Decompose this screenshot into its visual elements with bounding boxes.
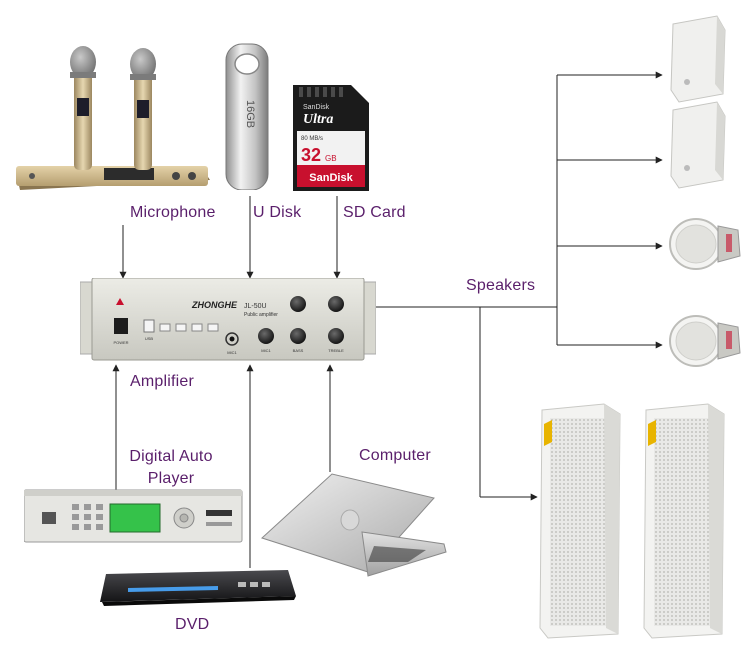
- digital-auto-player-device: [24, 489, 243, 543]
- sd-brand-small: SanDisk: [303, 104, 330, 111]
- computer-device: [261, 473, 447, 577]
- ceiling-speaker-1: [669, 218, 741, 270]
- usb-capacity-text: 16GB: [244, 100, 256, 128]
- label-computer: Computer: [359, 447, 431, 464]
- amplifier-device: POWER USB ZHONGHE JL-50U Public amplifie…: [80, 278, 376, 361]
- amp-bass-label: BASS: [293, 348, 304, 353]
- sd-unit-text: GB: [325, 154, 337, 163]
- amp-mic1-jack-label: MIC1: [227, 350, 237, 355]
- amp-treble-label: TREBLE: [328, 348, 344, 353]
- column-speaker-2: [643, 403, 725, 639]
- ceiling-speaker-2: [669, 315, 741, 367]
- sd-capacity-text: 32: [301, 145, 321, 165]
- amp-brand-text: ZHONGHE: [191, 300, 238, 310]
- microphone-device: [16, 46, 210, 190]
- label-digital-auto-player: Digital Auto Player: [129, 448, 213, 487]
- sd-brand-text: SanDisk: [309, 172, 353, 184]
- dvd-device: [100, 570, 296, 606]
- sd-card-device: SanDisk Ultra 80 MB/s 32 GB SanDisk: [293, 85, 369, 191]
- label-u-disk: U Disk: [253, 204, 302, 221]
- usb-drive-device: 16GB: [225, 43, 269, 190]
- amp-desc-text: Public amplifier: [244, 312, 278, 318]
- sd-speed-text: 80 MB/s: [301, 136, 323, 142]
- label-sd-card: SD Card: [343, 204, 406, 221]
- amp-model-text: JL-50U: [244, 303, 267, 310]
- wall-speaker-2: [670, 101, 726, 189]
- amp-power-label: POWER: [113, 340, 128, 345]
- label-amplifier: Amplifier: [130, 373, 195, 390]
- sd-product-text: Ultra: [303, 112, 333, 127]
- amp-mic1-knob-label: MIC1: [261, 348, 271, 353]
- column-speaker-1: [539, 403, 621, 639]
- amp-usb-label: USB: [145, 336, 154, 341]
- wall-speaker-1: [670, 15, 726, 103]
- label-microphone: Microphone: [130, 204, 216, 221]
- label-speakers: Speakers: [466, 277, 536, 294]
- label-dvd: DVD: [175, 616, 210, 633]
